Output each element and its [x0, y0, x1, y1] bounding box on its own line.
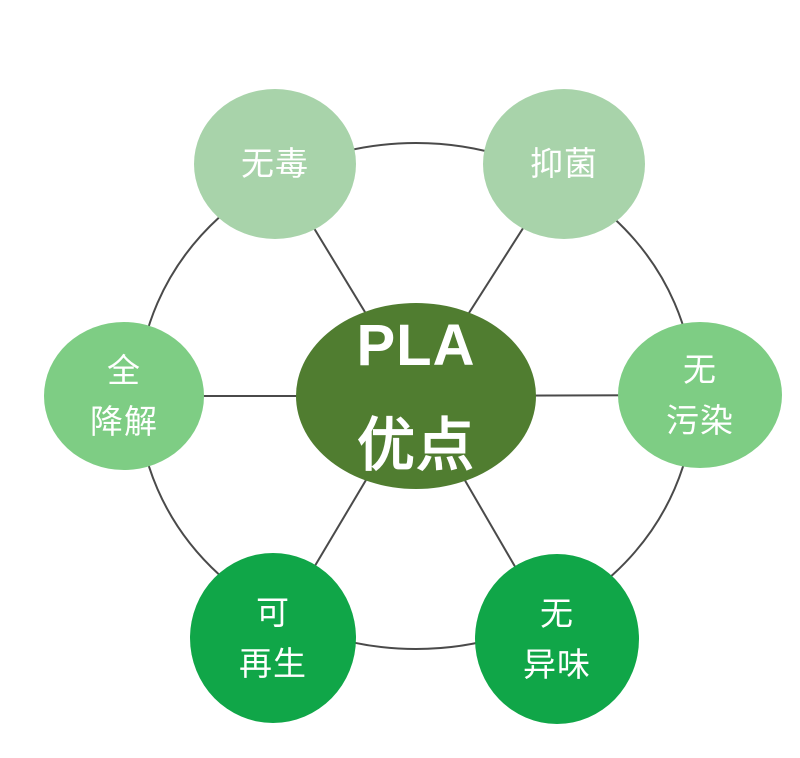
- node-non-toxic-label: 无毒: [241, 145, 309, 183]
- node-antibacterial: 抑菌: [483, 89, 645, 239]
- node-odor-free: 无 异味: [475, 554, 639, 724]
- node-non-toxic: 无毒: [194, 89, 356, 239]
- node-renewable-label: 可 再生: [239, 593, 307, 682]
- node-antibacterial-label: 抑菌: [530, 145, 598, 183]
- center-node-pla-advantages: PLA 优点: [296, 303, 536, 489]
- node-renewable: 可 再生: [190, 553, 356, 723]
- node-odor-free-label: 无 异味: [523, 594, 591, 683]
- node-fully-degradable-label: 全 降解: [90, 351, 158, 440]
- node-pollution-free: 无 污染: [618, 322, 782, 468]
- center-node-title-pla: PLA: [356, 313, 476, 378]
- node-fully-degradable: 全 降解: [44, 322, 204, 470]
- node-pollution-free-label: 无 污染: [666, 350, 734, 439]
- center-node-title-youdian: 优点: [356, 413, 475, 478]
